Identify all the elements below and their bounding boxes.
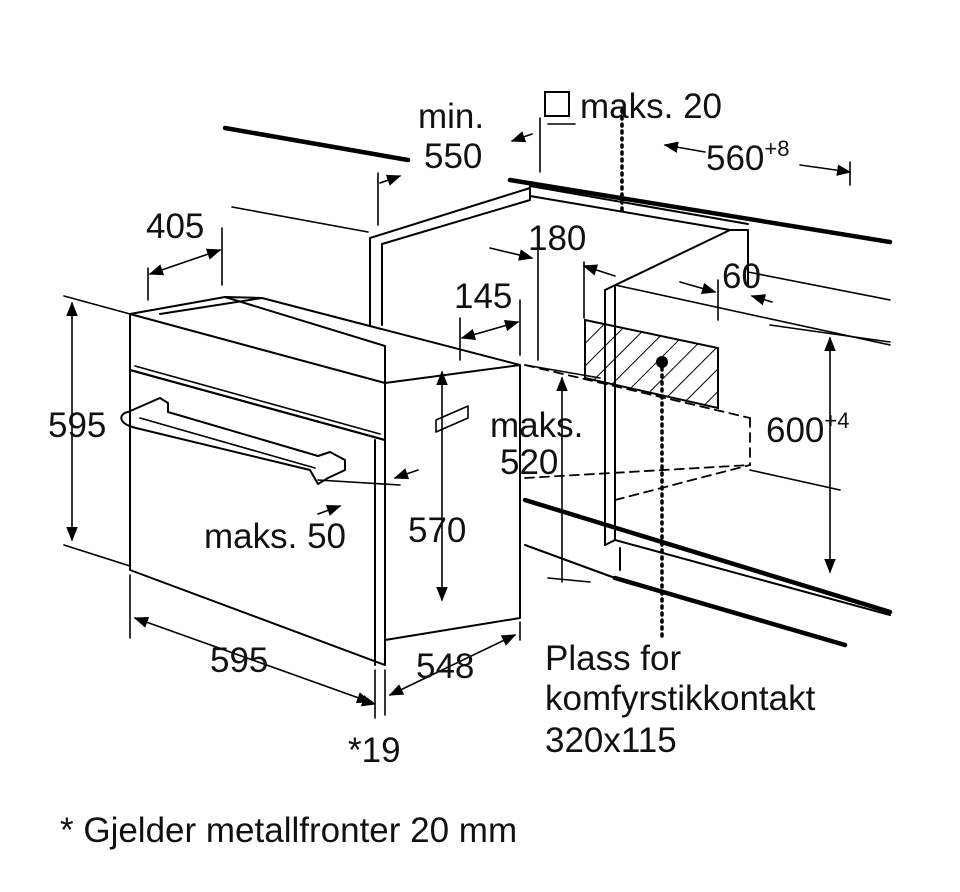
label-548: 548 xyxy=(416,647,474,686)
square-icon xyxy=(544,91,570,117)
socket-labels: Plass for komfyrstikkontakt 320x115 xyxy=(545,639,816,760)
label-600: 600+4 xyxy=(766,408,850,450)
cabinet-outline xyxy=(222,125,893,648)
label-570: 570 xyxy=(408,511,466,550)
label-595-width: 595 xyxy=(210,641,268,680)
label-19: *19 xyxy=(348,731,401,770)
socket-line-2: komfyrstikkontakt xyxy=(545,679,816,718)
label-560: 560+8 xyxy=(706,136,790,178)
socket-area xyxy=(584,318,719,410)
oven-body xyxy=(120,296,521,666)
label-550: 550 xyxy=(424,137,482,176)
label-145: 145 xyxy=(454,277,512,316)
dimension-lines xyxy=(63,117,891,719)
label-maks20: maks. 20 xyxy=(580,87,722,126)
label-maks50: maks. 50 xyxy=(204,517,346,556)
label-180: 180 xyxy=(528,219,586,258)
dimension-labels: min. 550 maks. 20 560+8 405 180 145 60 5… xyxy=(48,87,850,770)
label-405: 405 xyxy=(146,207,204,246)
label-595-height: 595 xyxy=(48,406,106,445)
label-maks520-1: maks. xyxy=(490,406,583,445)
footnote: * Gjelder metallfronter 20 mm xyxy=(60,811,517,850)
label-60: 60 xyxy=(722,257,761,296)
label-min: min. xyxy=(418,97,484,136)
label-maks520-2: 520 xyxy=(500,443,558,482)
socket-line-1: Plass for xyxy=(545,639,681,678)
socket-line-3: 320x115 xyxy=(545,721,677,760)
